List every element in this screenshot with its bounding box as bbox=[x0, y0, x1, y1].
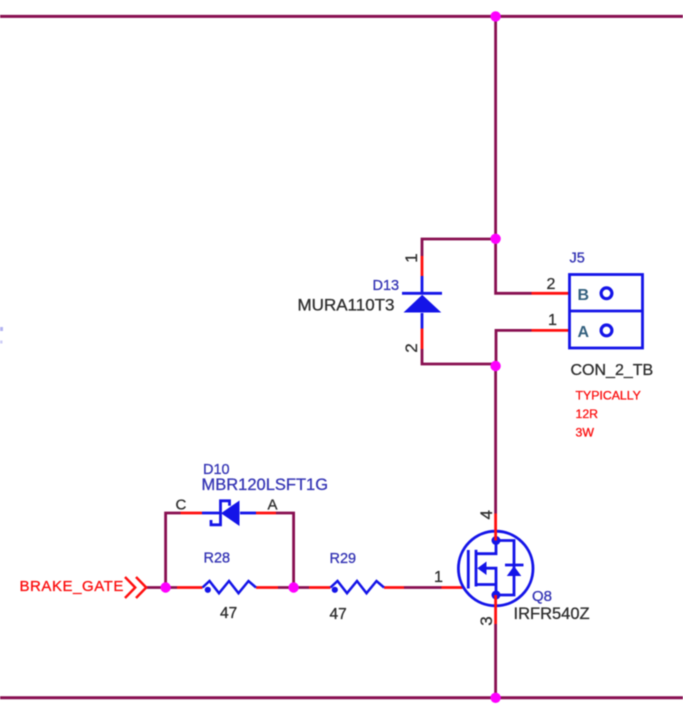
svg-text:J5: J5 bbox=[570, 251, 585, 267]
svg-text:A: A bbox=[268, 497, 278, 514]
svg-text:MBR120LSFT1G: MBR120LSFT1G bbox=[202, 476, 329, 494]
svg-text:1: 1 bbox=[434, 569, 443, 586]
svg-text:A: A bbox=[578, 324, 590, 341]
svg-text:R28: R28 bbox=[204, 551, 231, 567]
svg-text:B: B bbox=[578, 287, 590, 304]
svg-text:3: 3 bbox=[477, 616, 496, 625]
svg-text:2: 2 bbox=[547, 276, 556, 293]
svg-text:CON_2_TB: CON_2_TB bbox=[571, 362, 654, 379]
svg-text:D13: D13 bbox=[373, 278, 400, 294]
svg-text:47: 47 bbox=[220, 605, 237, 622]
svg-text:R29: R29 bbox=[330, 551, 357, 567]
svg-text:1: 1 bbox=[402, 253, 421, 262]
svg-text:47: 47 bbox=[330, 606, 347, 623]
svg-text:TYPICALLY: TYPICALLY bbox=[576, 389, 641, 403]
svg-text:1: 1 bbox=[548, 312, 557, 329]
svg-text:12R: 12R bbox=[576, 407, 599, 421]
svg-text:2: 2 bbox=[402, 343, 421, 352]
svg-text:BRAKE_GATE: BRAKE_GATE bbox=[20, 578, 124, 595]
svg-text:4: 4 bbox=[477, 510, 496, 519]
svg-text:C: C bbox=[176, 497, 187, 514]
svg-text:IRFR540Z: IRFR540Z bbox=[514, 605, 590, 623]
svg-text:MURA110T3: MURA110T3 bbox=[298, 296, 395, 315]
svg-text:Q8: Q8 bbox=[532, 588, 552, 605]
svg-text:D10: D10 bbox=[203, 462, 230, 478]
svg-text:3W: 3W bbox=[576, 426, 595, 440]
